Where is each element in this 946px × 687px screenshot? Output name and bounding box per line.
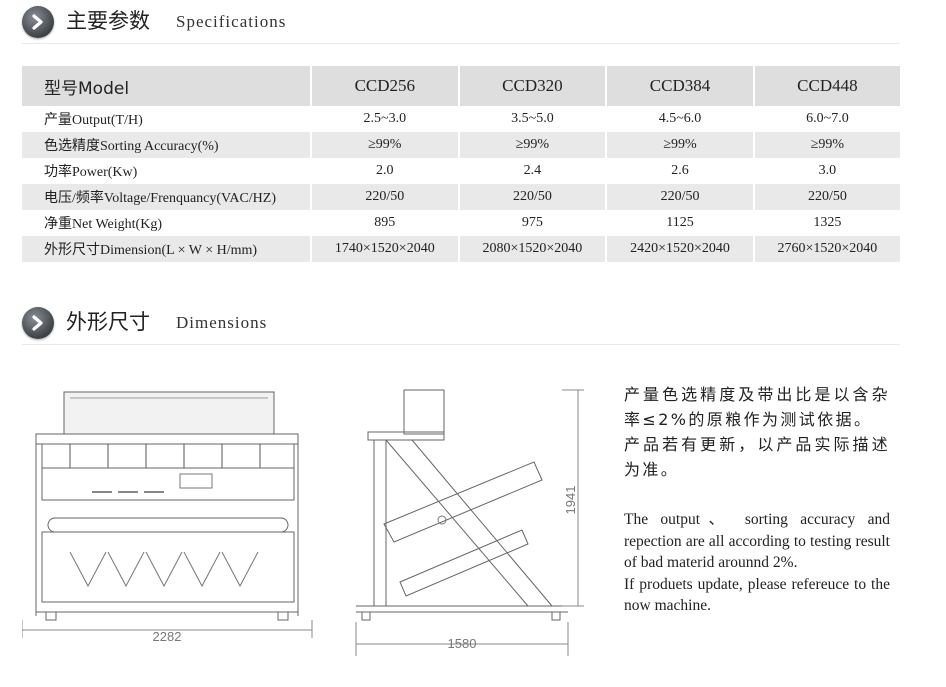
note-en: If produets update, please refereuce to …: [624, 575, 890, 615]
note-cn: 产量色选精度及带出比是以含杂率≤2%的原粮作为测试依据。: [624, 385, 890, 429]
cell-value: 895: [311, 210, 460, 236]
width-dimension-label: 2282: [153, 629, 182, 644]
cell-value: 2420×1520×2040: [606, 236, 755, 262]
cell-value: ≥99%: [311, 132, 460, 158]
cell-value: 220/50: [606, 184, 755, 210]
table-row: 电压/频率Voltage/Frenquancy(VAC/HZ) 220/50 2…: [22, 184, 900, 210]
table-row: 净重Net Weight(Kg) 895 975 1125 1325: [22, 210, 900, 236]
table-row: 功率Power(Kw) 2.0 2.4 2.6 3.0: [22, 158, 900, 184]
row-label: 净重Net Weight(Kg): [22, 210, 312, 236]
cell-value: ≥99%: [753, 132, 900, 158]
cell-value: 1325: [753, 210, 900, 236]
cell-value: 2080×1520×2040: [458, 236, 608, 262]
header-model: CCD256: [311, 66, 460, 106]
cell-value: ≥99%: [606, 132, 755, 158]
specifications-header: 主要参数 Specifications: [22, 4, 900, 44]
divider: [22, 344, 900, 345]
cell-value: 4.5~6.0: [606, 106, 755, 132]
cell-value: 6.0~7.0: [753, 106, 900, 132]
header-model: CCD320: [458, 66, 608, 106]
notes: 产量色选精度及带出比是以含杂率≤2%的原粮作为测试依据。 产品若有更新，以产品实…: [624, 382, 890, 617]
table-row: 产量Output(T/H) 2.5~3.0 3.5~5.0 4.5~6.0 6.…: [22, 106, 900, 132]
section-title-cn: 主要参数: [66, 9, 150, 33]
side-view: [355, 389, 584, 656]
table-row: 外形尺寸Dimension(L × W × H/mm) 1740×1520×20…: [22, 236, 900, 262]
table-header-row: 型号Model CCD256 CCD320 CCD384 CCD448: [22, 66, 900, 106]
divider: [22, 43, 900, 44]
header-model: CCD448: [753, 66, 900, 106]
front-view: [22, 391, 313, 638]
specifications-table: 型号Model CCD256 CCD320 CCD384 CCD448 产量Ou…: [22, 66, 900, 262]
cell-value: 2.0: [311, 158, 460, 184]
machine-dimension-drawing: 2282 1580 1941: [22, 389, 584, 656]
row-label: 电压/频率Voltage/Frenquancy(VAC/HZ): [22, 184, 312, 210]
depth-dimension-label: 1580: [448, 636, 477, 651]
row-label: 外形尺寸Dimension(L × W × H/mm): [22, 236, 312, 262]
cell-value: 220/50: [458, 184, 608, 210]
cell-value: ≥99%: [458, 132, 608, 158]
note-cn: 产品若有更新，以产品实际描述为准。: [624, 435, 890, 479]
note-en: The output、 sorting accuracy and repecti…: [624, 511, 890, 571]
cell-value: 220/50: [753, 184, 900, 210]
cell-value: 2.6: [606, 158, 755, 184]
cell-value: 3.5~5.0: [458, 106, 608, 132]
section-title-cn: 外形尺寸: [66, 310, 150, 334]
chevron-right-icon: [22, 307, 54, 339]
cell-value: 3.0: [753, 158, 900, 184]
cell-value: 220/50: [311, 184, 460, 210]
dimensions-header: 外形尺寸 Dimensions: [22, 305, 900, 345]
header-model-label: 型号Model: [22, 66, 312, 106]
row-label: 产量Output(T/H): [22, 106, 312, 132]
height-dimension-label: 1941: [563, 486, 578, 515]
table-row: 色选精度Sorting Accuracy(%) ≥99% ≥99% ≥99% ≥…: [22, 132, 900, 158]
cell-value: 1740×1520×2040: [311, 236, 460, 262]
header-model: CCD384: [606, 66, 755, 106]
cell-value: 2.4: [458, 158, 608, 184]
chevron-right-icon: [22, 6, 54, 38]
section-title-en: Dimensions: [176, 313, 268, 332]
cell-value: 2760×1520×2040: [753, 236, 900, 262]
cell-value: 1125: [606, 210, 755, 236]
cell-value: 2.5~3.0: [311, 106, 460, 132]
cell-value: 975: [458, 210, 608, 236]
section-title-en: Specifications: [176, 12, 287, 31]
row-label: 色选精度Sorting Accuracy(%): [22, 132, 312, 158]
row-label: 功率Power(Kw): [22, 158, 312, 184]
